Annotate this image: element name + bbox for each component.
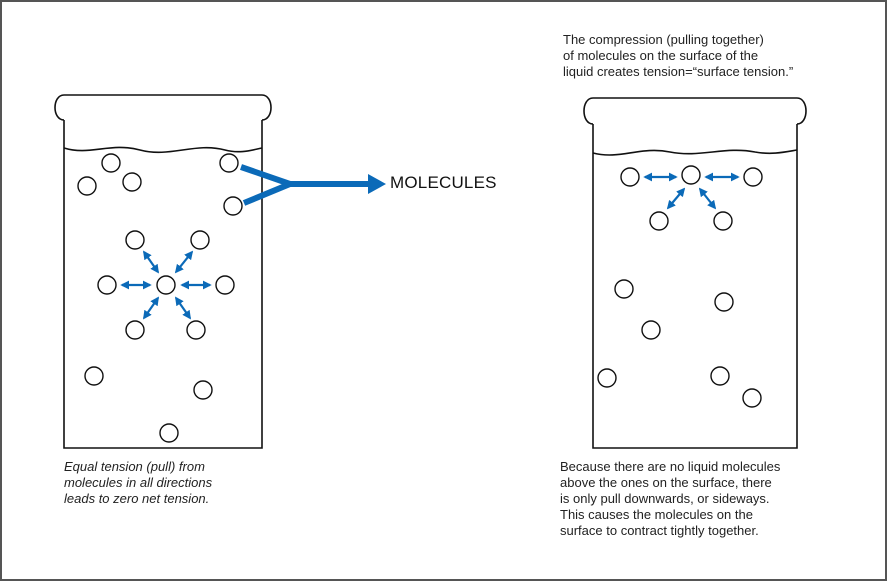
molecule-surface-center [681, 165, 701, 185]
right-beaker-body [592, 124, 798, 449]
molecule-center [156, 275, 176, 295]
right-force-arrows [643, 172, 740, 210]
equal-tension-caption: Equal tension (pull) from molecules in a… [64, 459, 213, 506]
molecule [215, 275, 235, 295]
arrow-down-left [666, 187, 686, 210]
left-force-arrows [120, 250, 212, 320]
molecule [101, 153, 121, 173]
compression-caption: The compression (pulling together) of mo… [563, 32, 794, 79]
left-beaker-rim [54, 94, 272, 121]
left-beaker-body [63, 120, 263, 449]
left-molecules [77, 153, 243, 443]
molecule [190, 230, 210, 250]
molecule [97, 275, 117, 295]
molecule [219, 153, 239, 173]
molecule [223, 196, 243, 216]
molecule [125, 230, 145, 250]
arrow-down-right [174, 296, 192, 320]
molecule [125, 320, 145, 340]
molecules-pointer-arrow [240, 164, 386, 206]
molecule [186, 320, 206, 340]
arrow-up-left [142, 250, 160, 274]
surface-pull-caption: Because there are no liquid molecules ab… [560, 459, 781, 538]
molecule [710, 366, 730, 386]
molecule [614, 279, 634, 299]
molecule [597, 368, 617, 388]
arrow-down-left [142, 296, 160, 320]
right-beaker [583, 97, 807, 449]
molecule [122, 172, 142, 192]
molecule [649, 211, 669, 231]
molecules-label: MOLECULES [390, 173, 497, 192]
left-liquid-surface [63, 146, 263, 154]
arrow-up-right [174, 250, 194, 274]
molecule [84, 366, 104, 386]
molecule [159, 423, 179, 443]
arrow-down-right [698, 187, 717, 210]
molecule [193, 380, 213, 400]
molecule-surface [743, 167, 763, 187]
molecule-surface [620, 167, 640, 187]
right-liquid-surface [592, 149, 798, 156]
left-beaker [54, 94, 272, 449]
molecule [713, 211, 733, 231]
molecule [742, 388, 762, 408]
molecule [77, 176, 97, 196]
molecule [714, 292, 734, 312]
right-molecules [597, 165, 763, 408]
molecule [641, 320, 661, 340]
right-beaker-rim [583, 97, 807, 125]
